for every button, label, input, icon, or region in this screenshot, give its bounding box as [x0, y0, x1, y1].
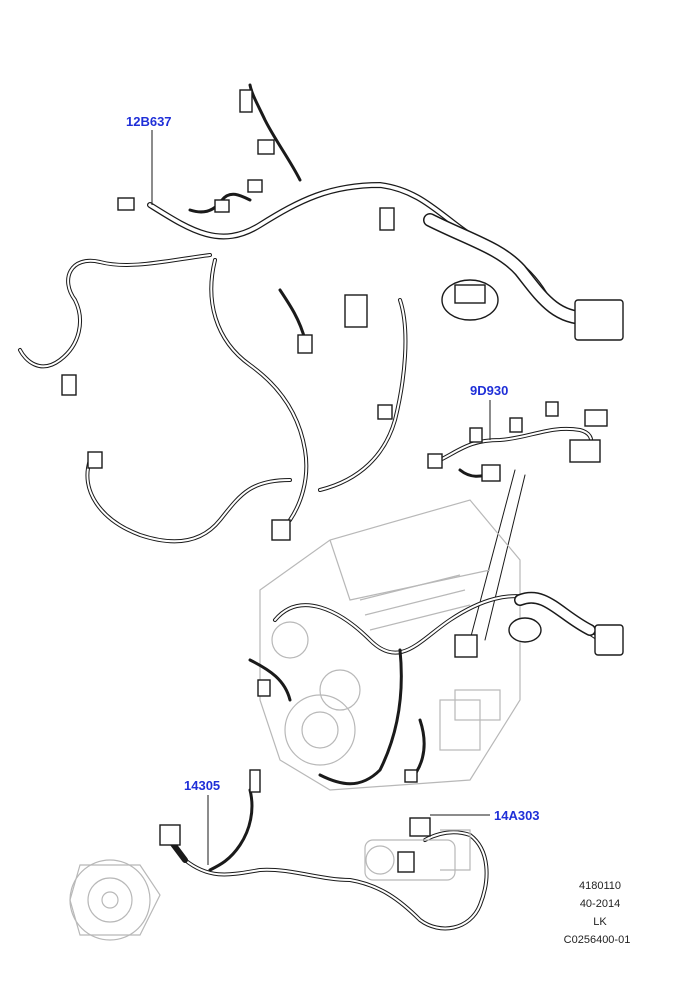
injector-connectors: [427, 401, 608, 482]
engine-harness: [248, 591, 602, 786]
lower-harness: [167, 788, 489, 931]
engine-connectors: [257, 617, 624, 783]
upper-harness-connectors: [61, 89, 624, 541]
drawing-date-code: 40-2014: [579, 898, 621, 910]
alternator-ghost: [69, 859, 161, 941]
drawing-reference: C0256400-01: [563, 934, 631, 946]
callout-14a303: 14A303: [494, 808, 540, 823]
lower-harness-connectors: [159, 769, 431, 873]
callout-9d930: 9D930: [470, 383, 509, 398]
engine-ghost: [259, 499, 521, 791]
injector-harness: [438, 426, 594, 641]
callout-14305: 14305: [184, 778, 221, 793]
starter-ghost: [364, 829, 471, 881]
leader-lines: [151, 130, 491, 865]
drawing-region-code: LK: [593, 916, 607, 928]
callout-12b637: 12B637: [126, 114, 172, 129]
drawing-number: 4180110: [578, 880, 621, 892]
upper-harness: [18, 83, 603, 544]
